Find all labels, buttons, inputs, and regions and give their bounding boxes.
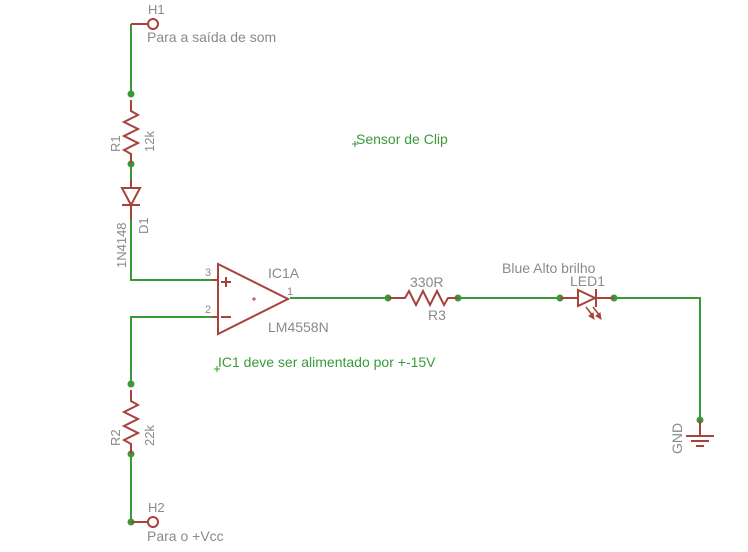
led-ref: LED1 <box>570 273 605 289</box>
note-title: Sensor de Clip <box>352 131 448 147</box>
opamp-triangle <box>217 262 291 336</box>
led-value: Blue Alto brilho <box>502 260 596 276</box>
resistor-r1: R1 12k <box>108 100 157 164</box>
ground-symbol: GND <box>669 420 714 454</box>
opamp-pin-plus: 3 <box>205 267 211 279</box>
resistor-r1-value: 12k <box>142 131 157 152</box>
resistor-r1-ref: R1 <box>108 135 123 152</box>
connector-h1: H1 Para a saída de som <box>131 2 276 45</box>
wire-led1-gnd <box>614 297 701 420</box>
junction-dots <box>127 90 704 526</box>
wire-d1-opamp-plus <box>130 220 212 281</box>
resistor-r2-symbol <box>121 390 141 454</box>
connector-h1-label: Para a saída de som <box>147 29 276 45</box>
resistor-r2: R2 22k <box>108 390 157 454</box>
resistor-r2-value: 22k <box>142 425 157 446</box>
connector-h1-ref: H1 <box>148 2 165 17</box>
junction-dot <box>127 380 135 388</box>
text-origin-cross <box>352 141 358 147</box>
diode-d1-value: 1N4148 <box>114 222 129 268</box>
opamp-plus-sign <box>221 277 231 287</box>
diode-d1-symbol <box>120 187 142 208</box>
ground-label: GND <box>669 423 685 454</box>
note-supply: IC1 deve ser alimentado por +-15V <box>214 354 436 372</box>
resistor-r2-ref: R2 <box>108 429 123 446</box>
connector-h2-label: Para o +Vcc <box>147 528 224 544</box>
note-supply-text: IC1 deve ser alimentado por +-15V <box>218 354 436 370</box>
led-led1: Blue Alto brilho LED1 <box>502 260 614 320</box>
connector-h2: H2 Para o +Vcc <box>131 500 224 544</box>
diode-d1-ref: D1 <box>136 217 151 234</box>
wires <box>130 24 701 522</box>
note-title-text: Sensor de Clip <box>356 131 448 147</box>
resistor-r3-symbol <box>388 288 458 308</box>
resistor-r1-symbol <box>121 100 141 164</box>
opamp-value: LM4558N <box>268 319 329 335</box>
opamp-pin-out: 1 <box>287 286 293 298</box>
diode-d1: D1 1N4148 <box>114 180 151 268</box>
wire-opamp-minus-r2 <box>130 316 212 384</box>
resistor-r3-ref: R3 <box>428 307 446 323</box>
opamp-pin-minus: 2 <box>205 304 211 316</box>
resistor-r3-value: 330R <box>410 274 443 290</box>
opamp-ic1a: 3 2 1 IC1A LM4558N <box>205 262 329 336</box>
connector-h2-ref: H2 <box>148 500 165 515</box>
led-led1-symbol <box>577 288 598 308</box>
resistor-r3: 330R R3 <box>388 274 458 323</box>
text-origin-cross <box>214 366 220 372</box>
opamp-ref: IC1A <box>268 265 300 281</box>
junction-dot <box>127 90 135 98</box>
